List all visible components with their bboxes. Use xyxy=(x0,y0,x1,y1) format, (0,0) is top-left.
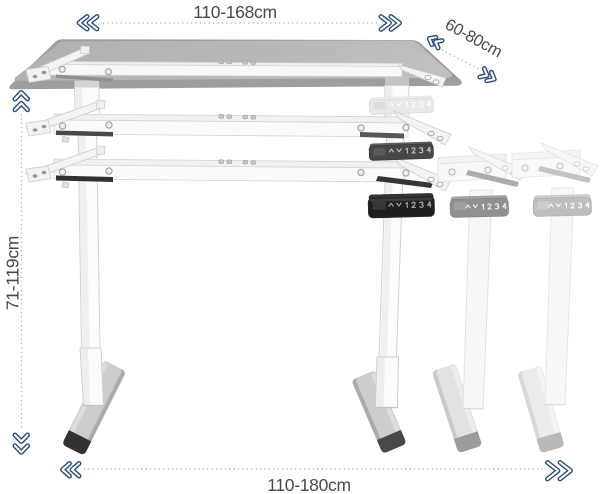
svg-text:60-80cm: 60-80cm xyxy=(442,15,505,61)
svg-text:110-168cm: 110-168cm xyxy=(193,2,277,22)
svg-text:71-119cm: 71-119cm xyxy=(3,236,23,310)
svg-text:110-180cm: 110-180cm xyxy=(267,475,351,494)
